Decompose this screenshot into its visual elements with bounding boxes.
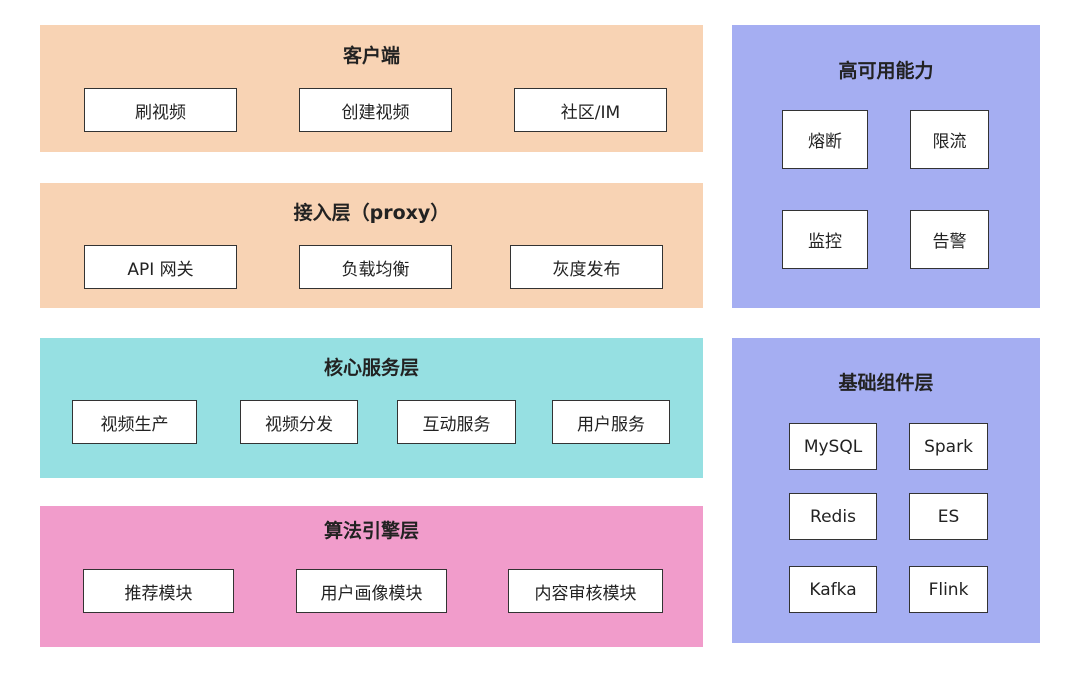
ha-panel-title: 高可用能力 — [838, 60, 934, 82]
infra-item-spark: Spark — [909, 423, 988, 470]
client-item-community-im: 社区/IM — [514, 88, 667, 132]
algo-layer-title: 算法引擎层 — [323, 520, 419, 542]
algo-item-recommendation: 推荐模块 — [83, 569, 234, 613]
infra-item-mysql: MySQL — [789, 423, 877, 470]
client-item-swipe-video: 刷视频 — [84, 88, 237, 132]
algo-item-content-review: 内容审核模块 — [508, 569, 663, 613]
access-layer-title: 接入层（proxy） — [293, 202, 450, 224]
core-item-video-production: 视频生产 — [72, 400, 197, 444]
ha-item-monitoring: 监控 — [782, 210, 868, 269]
client-layer-title: 客户端 — [342, 45, 400, 67]
algo-item-user-profile: 用户画像模块 — [296, 569, 447, 613]
algo-layer: 算法引擎层 推荐模块 用户画像模块 内容审核模块 — [40, 506, 703, 647]
ha-item-rate-limit: 限流 — [910, 110, 989, 169]
core-item-user-service: 用户服务 — [552, 400, 670, 444]
infra-item-redis: Redis — [789, 493, 877, 540]
infra-panel: 基础组件层 MySQL Spark Redis ES Kafka Flink — [732, 338, 1040, 643]
access-item-gray-release: 灰度发布 — [510, 245, 663, 289]
access-item-api-gateway: API 网关 — [84, 245, 237, 289]
infra-item-flink: Flink — [909, 566, 988, 613]
core-item-video-distribution: 视频分发 — [240, 400, 358, 444]
ha-panel: 高可用能力 熔断 限流 监控 告警 — [732, 25, 1040, 308]
access-layer: 接入层（proxy） API 网关 负载均衡 灰度发布 — [40, 183, 703, 308]
core-item-interaction-service: 互动服务 — [397, 400, 516, 444]
core-layer-title: 核心服务层 — [323, 357, 419, 379]
ha-item-alerting: 告警 — [910, 210, 989, 269]
access-item-load-balancer: 负载均衡 — [299, 245, 452, 289]
infra-item-es: ES — [909, 493, 988, 540]
ha-item-circuit-breaker: 熔断 — [782, 110, 868, 169]
infra-panel-title: 基础组件层 — [838, 372, 934, 394]
client-layer: 客户端 刷视频 创建视频 社区/IM — [40, 25, 703, 152]
core-layer: 核心服务层 视频生产 视频分发 互动服务 用户服务 — [40, 338, 703, 478]
client-item-create-video: 创建视频 — [299, 88, 452, 132]
infra-item-kafka: Kafka — [789, 566, 877, 613]
